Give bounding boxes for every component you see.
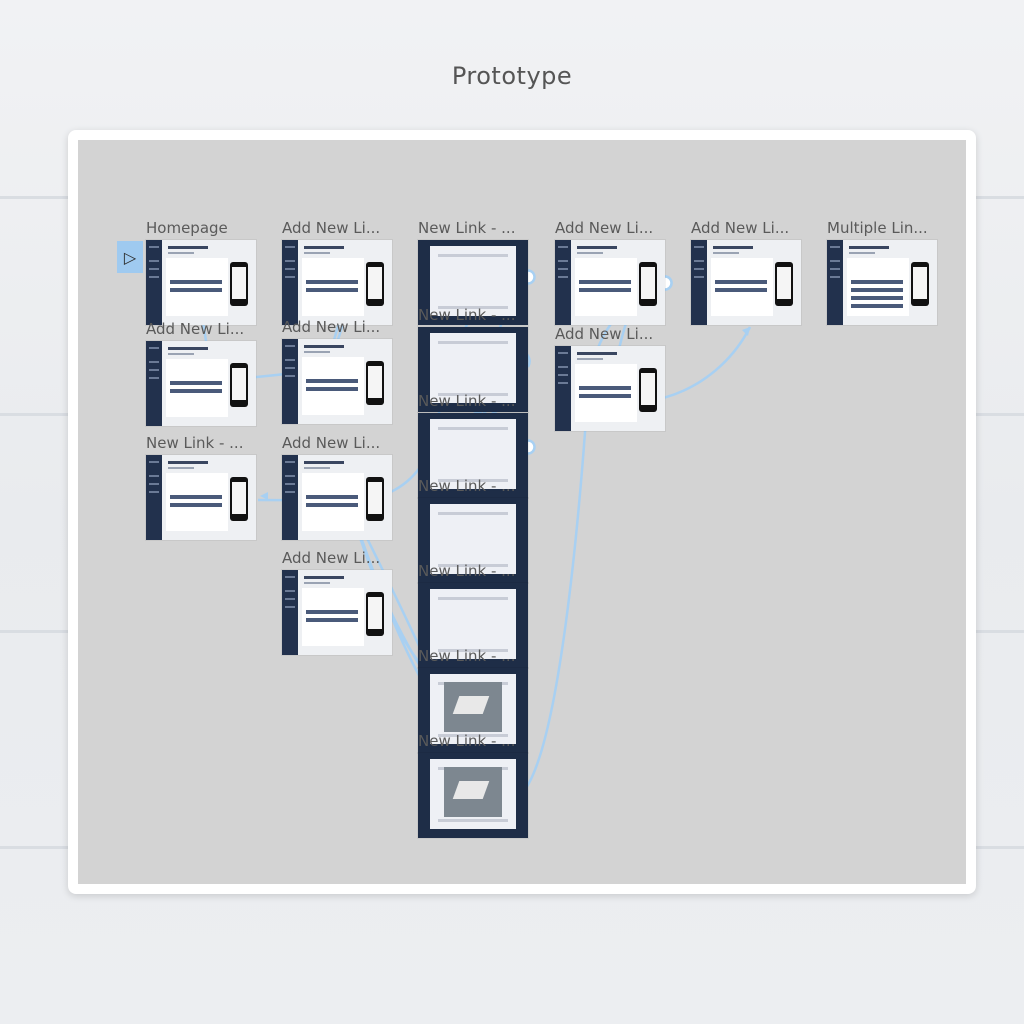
- artboard-label-nl2: New Link - ...: [418, 306, 516, 324]
- artboard-nl3[interactable]: [418, 413, 528, 498]
- artboard-label-anl8: Add New Li...: [691, 219, 790, 237]
- artboard-label-anl6: Add New Li...: [555, 219, 654, 237]
- artboard-nl6[interactable]: [418, 668, 528, 753]
- artboard-label-nl7: New Link - ...: [418, 732, 516, 750]
- artboard-label-anl4: Add New Li...: [282, 434, 381, 452]
- arrow-head-1: [742, 327, 750, 336]
- artboard-label-anl3: Add New Li...: [282, 318, 381, 336]
- artboard-anl7[interactable]: [555, 346, 665, 431]
- artboard-anl4[interactable]: [282, 455, 392, 540]
- artboard-multi[interactable]: [827, 240, 937, 325]
- artboard-label-newlink1: New Link - ...: [146, 434, 244, 452]
- artboard-anl1[interactable]: [146, 341, 256, 426]
- start-flow-button[interactable]: ▷: [117, 241, 143, 273]
- artboard-anl6[interactable]: [555, 240, 665, 325]
- artboard-label-anl1: Add New Li...: [146, 320, 245, 338]
- artboard-nl5[interactable]: [418, 583, 528, 668]
- artboard-label-nl3: New Link - ...: [418, 392, 516, 410]
- artboard-label-anl7: Add New Li...: [555, 325, 654, 343]
- artboard-nl1[interactable]: [418, 240, 528, 325]
- artboard-nl4[interactable]: [418, 498, 528, 583]
- arrow-head-0: [260, 492, 268, 500]
- artboard-label-homepage: Homepage: [146, 219, 228, 237]
- artboard-label-nl1: New Link - ...: [418, 219, 516, 237]
- artboard-anl8[interactable]: [691, 240, 801, 325]
- artboard-newlink1[interactable]: [146, 455, 256, 540]
- artboard-anl5[interactable]: [282, 570, 392, 655]
- artboard-nl7[interactable]: [418, 753, 528, 838]
- artboard-label-anl5: Add New Li...: [282, 549, 381, 567]
- artboard-label-anl2: Add New Li...: [282, 219, 381, 237]
- artboard-label-nl6: New Link - ...: [418, 647, 516, 665]
- artboard-label-multi: Multiple Lin...: [827, 219, 928, 237]
- artboard-anl3[interactable]: [282, 339, 392, 424]
- artboard-label-nl5: New Link - ...: [418, 562, 516, 580]
- page-title: Prototype: [451, 62, 573, 90]
- artboard-anl2[interactable]: [282, 240, 392, 325]
- artboard-label-nl4: New Link - ...: [418, 477, 516, 495]
- artboard-nl2[interactable]: [418, 327, 528, 412]
- play-icon: ▷: [123, 247, 137, 267]
- artboard-homepage[interactable]: [146, 240, 256, 325]
